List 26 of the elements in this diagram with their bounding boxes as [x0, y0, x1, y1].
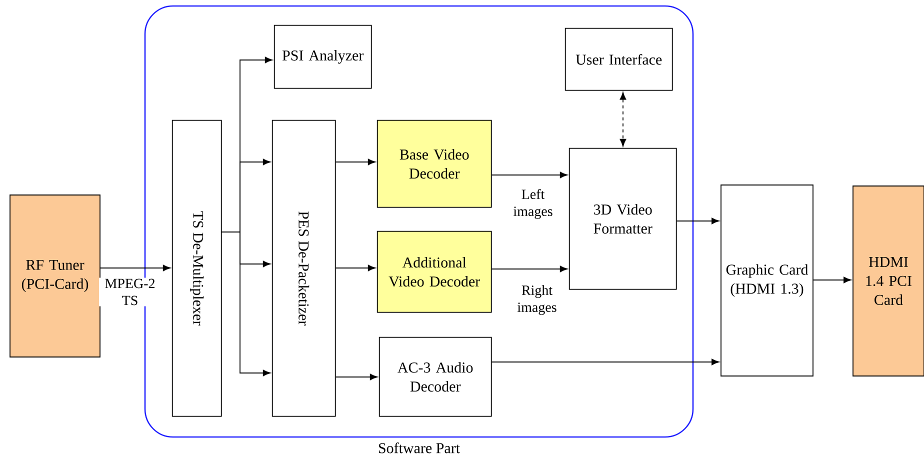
process-box: TS De-Multiplexer — [172, 120, 222, 417]
decoder-box: Additional Video Decoder — [376, 230, 492, 313]
arrow — [221, 232, 271, 376]
arrow — [620, 92, 626, 147]
decoder-box: Base Video Decoder — [376, 120, 492, 208]
arrow — [100, 264, 171, 272]
arrow — [335, 158, 376, 166]
card-box: Graphic Card (HDMI 1.3) — [720, 184, 814, 376]
tuner-box: RF Tuner (PCI-Card) — [10, 194, 100, 358]
card-box: HDMI 1.4 PCI Card — [852, 186, 924, 376]
edge-label: Right images — [506, 284, 568, 316]
arrow — [335, 374, 378, 380]
arrow — [676, 218, 720, 224]
arrow — [491, 266, 568, 272]
group-label: Software Part — [378, 442, 460, 454]
arrow — [813, 276, 852, 284]
process-box: User Interface — [564, 28, 673, 91]
edge-label: MPEG-2 TS — [99, 278, 162, 306]
process-box: PES De-Packetizer — [272, 120, 336, 417]
process-box: PSI Analyzer — [274, 24, 372, 89]
decoder-box: AC-3 Audio Decoder — [378, 336, 492, 417]
arrow — [335, 264, 376, 272]
process-box: 3D Video Formatter — [568, 148, 677, 290]
arrow — [491, 172, 568, 178]
arrow — [491, 358, 720, 366]
edge-label: Left images — [502, 188, 564, 220]
